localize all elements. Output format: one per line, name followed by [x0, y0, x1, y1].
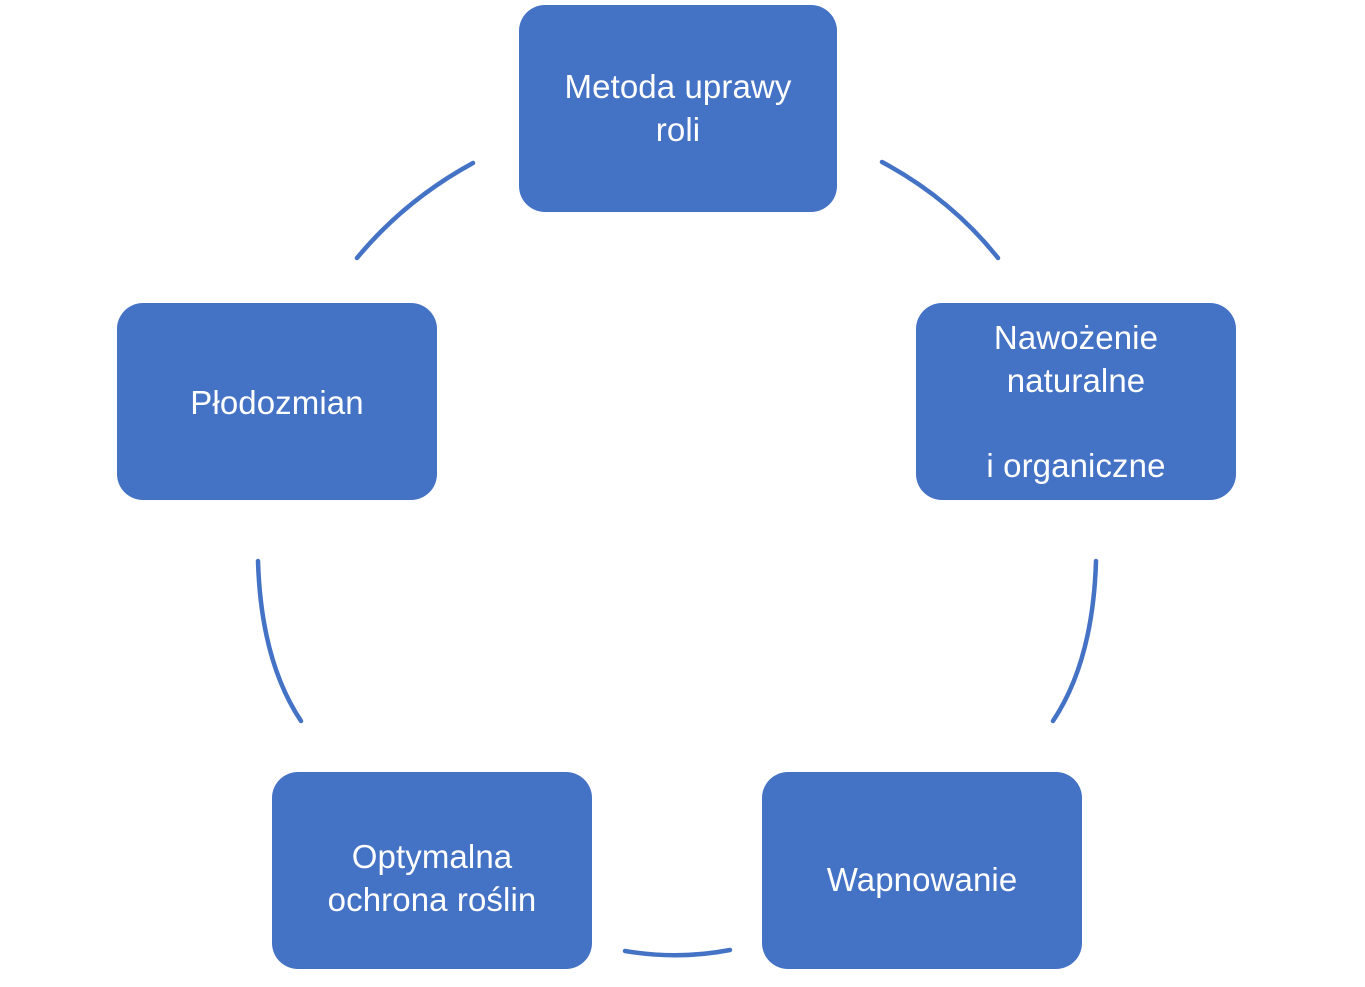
cycle-node-label: Nawożenie naturalne i organiczne: [986, 318, 1166, 485]
connector-plodozmian-to-metoda: [354, 160, 476, 261]
cycle-node-plodozmian[interactable]: Płodozmian: [117, 303, 437, 500]
connector-wapnowanie-to-optymalna: [622, 947, 733, 958]
cycle-node-metoda-uprawy-roli[interactable]: Metoda uprawy roli: [519, 5, 837, 212]
cycle-node-label: Wapnowanie: [826, 861, 1018, 899]
cycle-node-optymalna-ochrona-roslin[interactable]: Optymalna ochrona roślin: [272, 772, 592, 969]
cycle-node-nawozenie-naturalne-i-organiczne[interactable]: Nawożenie naturalne i organiczne: [916, 303, 1236, 500]
cycle-node-wapnowanie[interactable]: Wapnowanie: [762, 772, 1082, 969]
cycle-node-label: Płodozmian: [190, 384, 364, 422]
connector-optymalna-to-plodozmian: [255, 558, 304, 724]
cycle-node-label: Optymalna ochrona roślin: [327, 837, 537, 918]
connector-metoda-to-nawozenie: [879, 159, 1001, 261]
cycle-node-label: Metoda uprawy roli: [564, 67, 792, 148]
connector-nawozenie-to-wapnowanie: [1050, 558, 1099, 724]
